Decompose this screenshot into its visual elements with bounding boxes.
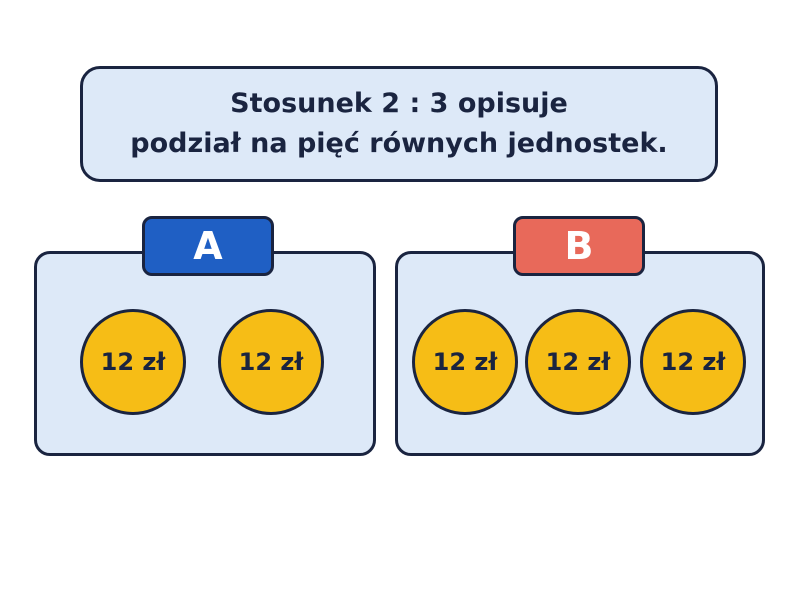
coin-b-3: 12 zł <box>640 309 746 415</box>
group-a-label: A <box>142 216 274 276</box>
coin-b-2: 12 zł <box>525 309 631 415</box>
ratio-caption: Stosunek 2 : 3 opisuje podział na pięć r… <box>80 66 718 182</box>
caption-line-2: podział na pięć równych jednostek. <box>130 128 668 159</box>
coin-b-1: 12 zł <box>412 309 518 415</box>
caption-line-1: Stosunek 2 : 3 opisuje <box>230 87 568 119</box>
coin-a-2: 12 zł <box>218 309 324 415</box>
coin-a-1: 12 zł <box>80 309 186 415</box>
group-b-label: B <box>513 216 645 276</box>
